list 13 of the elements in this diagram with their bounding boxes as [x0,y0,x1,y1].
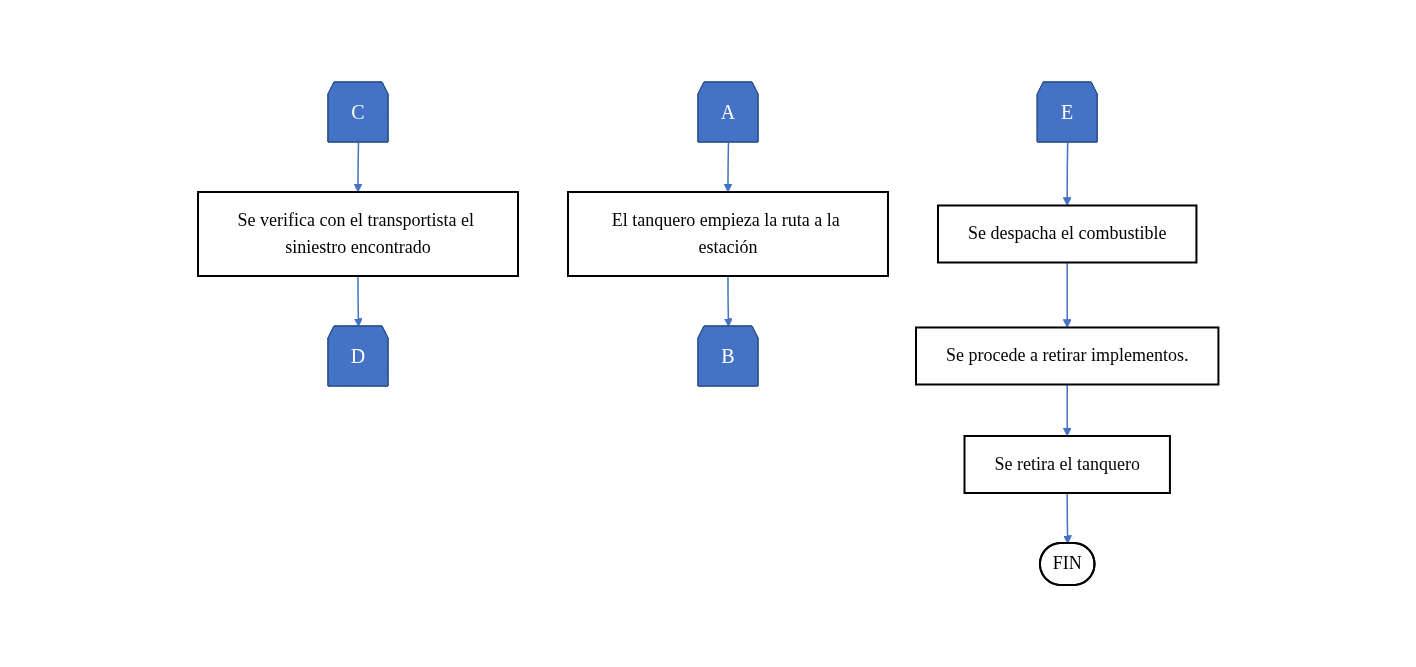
node-box: Se despacha el combustible [936,204,1198,264]
node-box: Se procede a retirar implementos. [914,326,1220,386]
node-box: Se retira el tanquero [963,435,1171,494]
node-box: Se verifica con el transportista el siniestro encontrado [196,191,519,277]
arrow [723,275,733,327]
arrow [723,141,733,193]
arrow [353,141,363,193]
arrow [1062,492,1072,544]
arrow [353,275,363,327]
arrow [1062,383,1072,437]
arrow [1062,141,1072,206]
arrow [1062,261,1072,328]
node-box: El tanquero empieza la ruta a la estación [566,191,889,277]
